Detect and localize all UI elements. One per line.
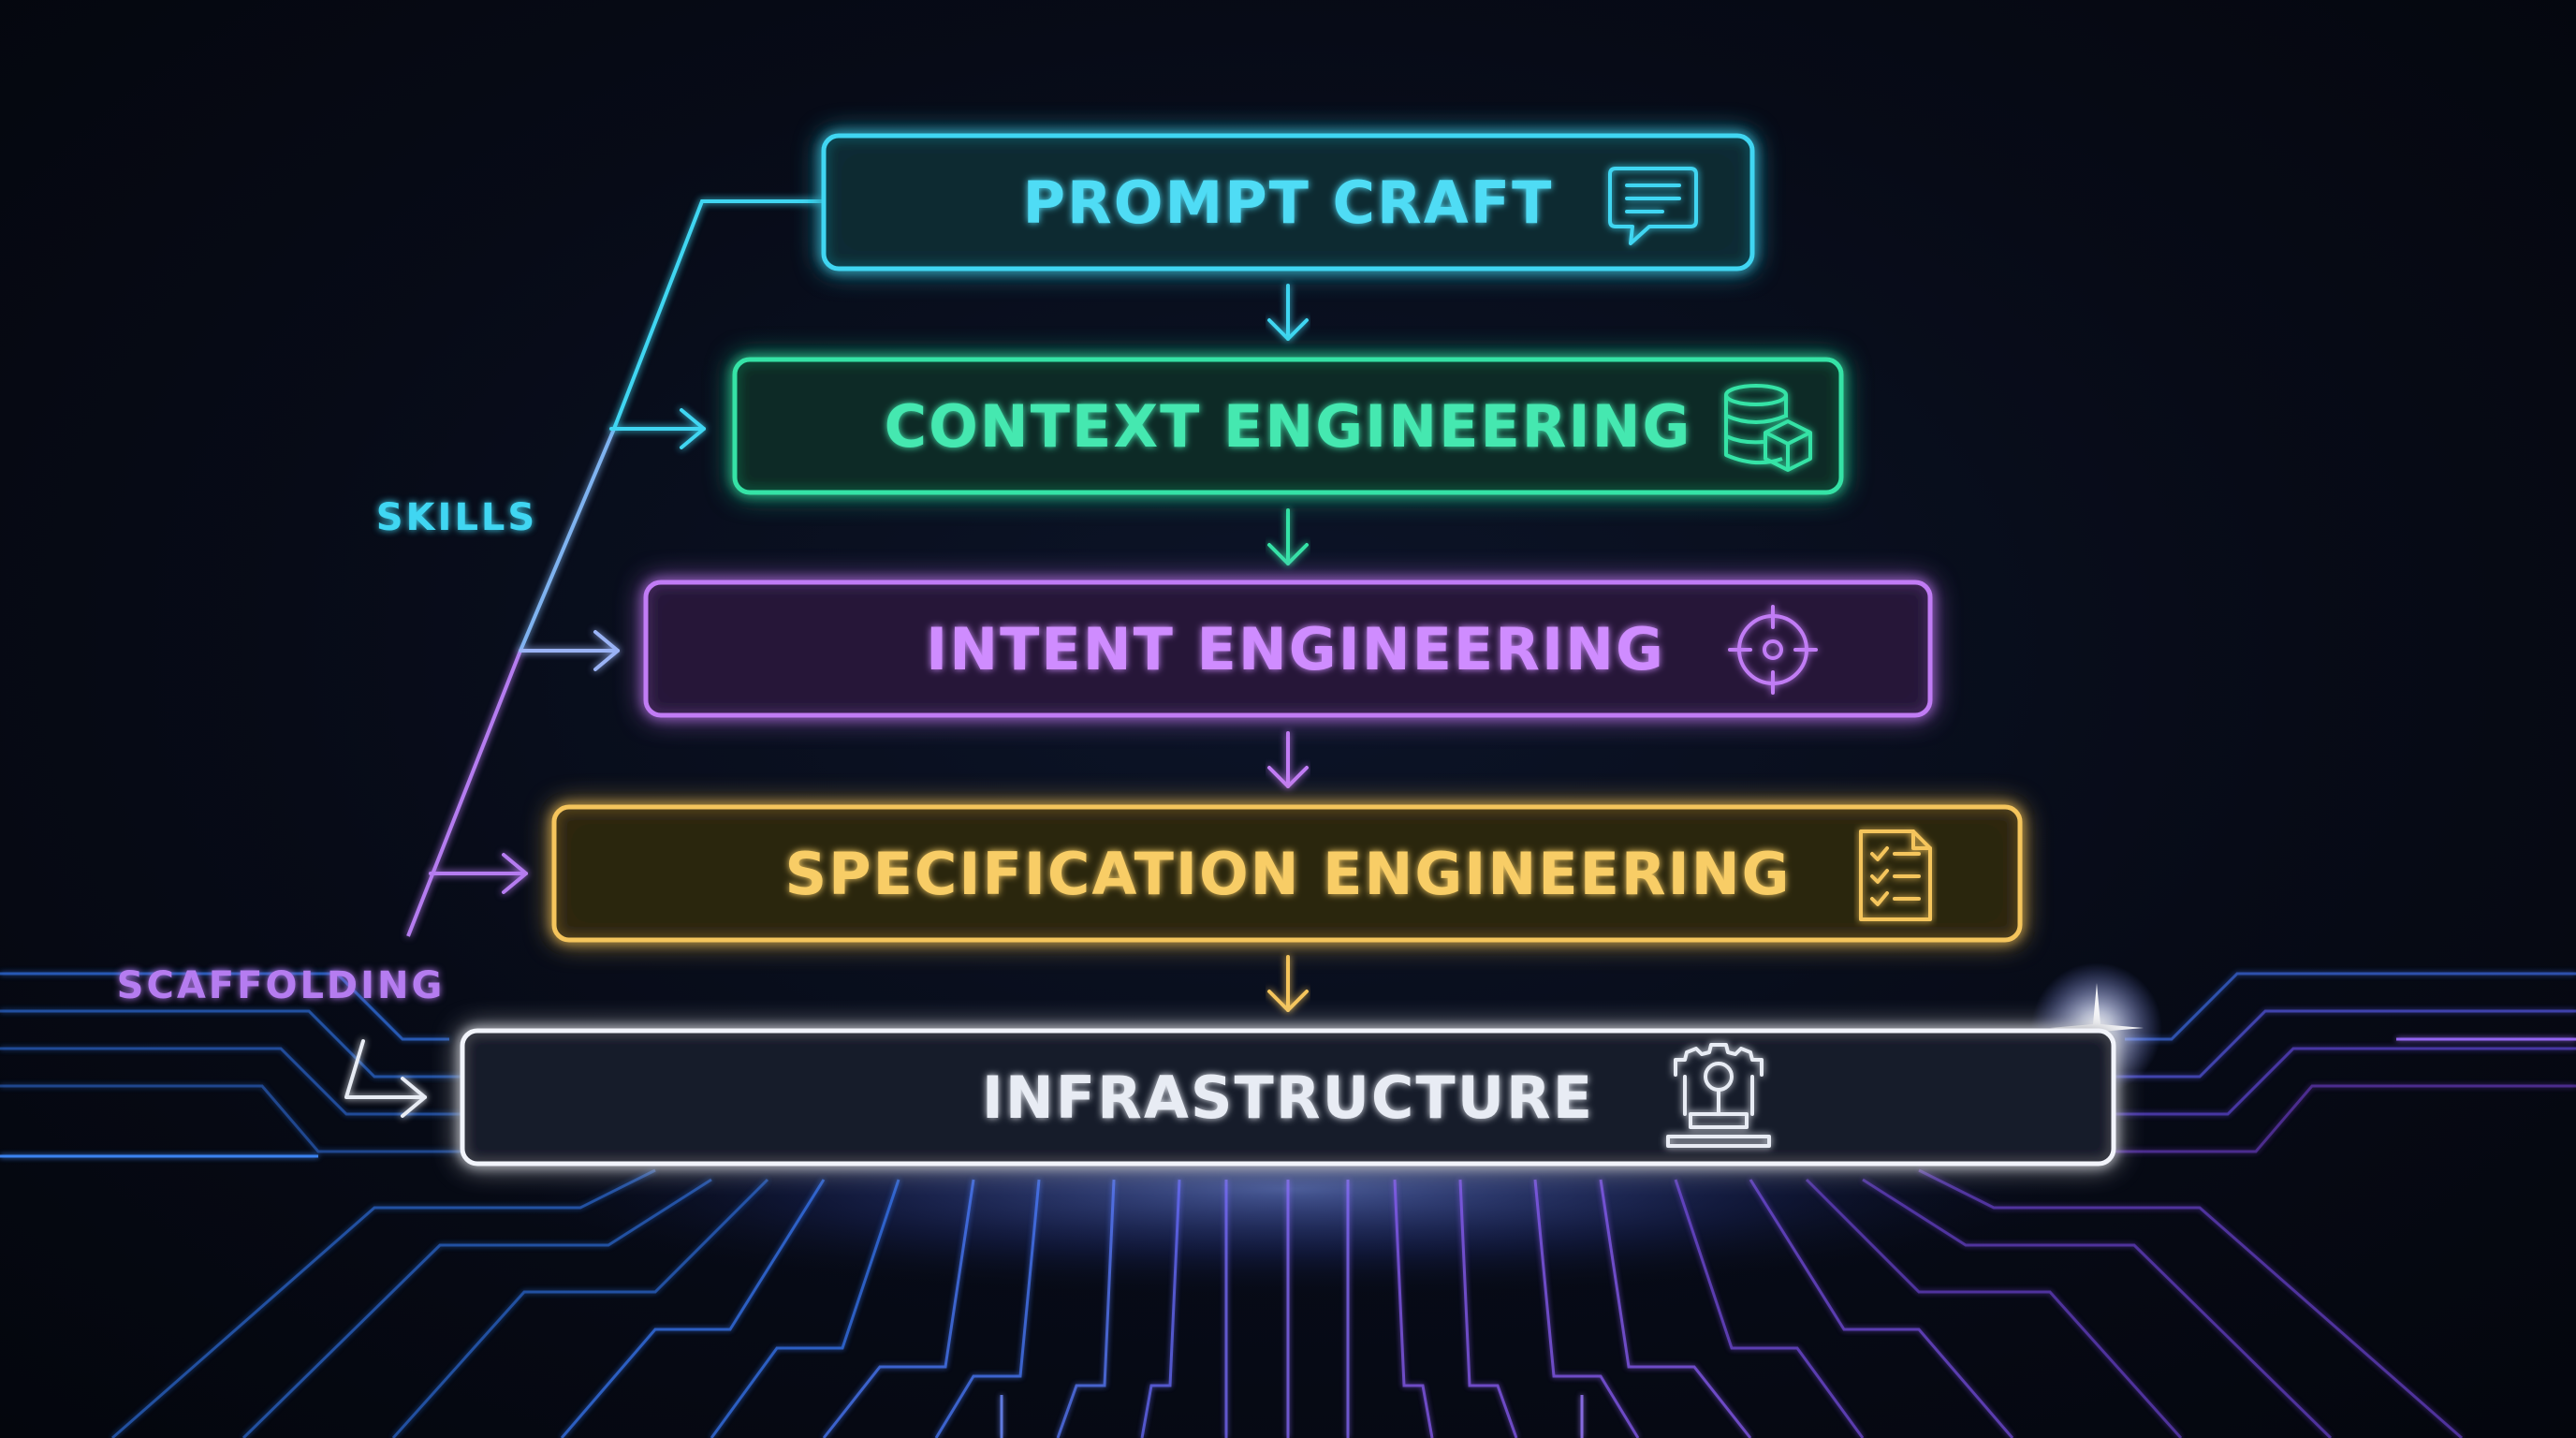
tier-context-engineering: CONTEXT ENGINEERING (732, 357, 1844, 495)
skills-bracket (406, 199, 824, 937)
branch-arrow-intent (519, 630, 620, 671)
tier-infrastructure: INFRASTRUCTURE (460, 1028, 2116, 1167)
flow-arrows (1267, 284, 1309, 1012)
checklist-document-icon (1859, 829, 1932, 921)
skills-label: SKILLS (376, 496, 537, 539)
tier-label: CONTEXT ENGINEERING (885, 392, 1692, 461)
tier-box (821, 133, 1755, 271)
flare-star (2050, 983, 2144, 1073)
tier-label: INFRASTRUCTURE (982, 1064, 1594, 1132)
flow-arrow-4 (1267, 955, 1309, 1012)
tier-box (643, 580, 1933, 718)
skills-branch-arrows (344, 408, 706, 1118)
flow-arrow-1 (1267, 284, 1309, 341)
tier-prompt-craft: PROMPT CRAFT (821, 133, 1755, 271)
tier-box (732, 357, 1844, 495)
tier-label: INTENT ENGINEERING (926, 615, 1665, 683)
branch-arrow-specification (429, 853, 528, 894)
gear-server-icon (1666, 1043, 1771, 1148)
tier-box (460, 1028, 2116, 1167)
tier-box (551, 804, 2023, 943)
branch-arrow-infrastructure (344, 1039, 427, 1118)
scaffolding-label: SCAFFOLDING (117, 964, 446, 1007)
flow-arrow-3 (1267, 731, 1309, 788)
target-crosshair-icon (1728, 605, 1818, 695)
database-cube-icon (1724, 384, 1812, 472)
chat-bubble-icon (1608, 167, 1698, 245)
tier-label: SPECIFICATION ENGINEERING (784, 840, 1791, 908)
branch-arrow-context (609, 408, 706, 449)
tier-specification-engineering: SPECIFICATION ENGINEERING (551, 804, 2023, 943)
flow-arrow-2 (1267, 508, 1309, 565)
tier-intent-engineering: INTENT ENGINEERING (643, 580, 1933, 718)
tier-label: PROMPT CRAFT (1023, 169, 1554, 237)
